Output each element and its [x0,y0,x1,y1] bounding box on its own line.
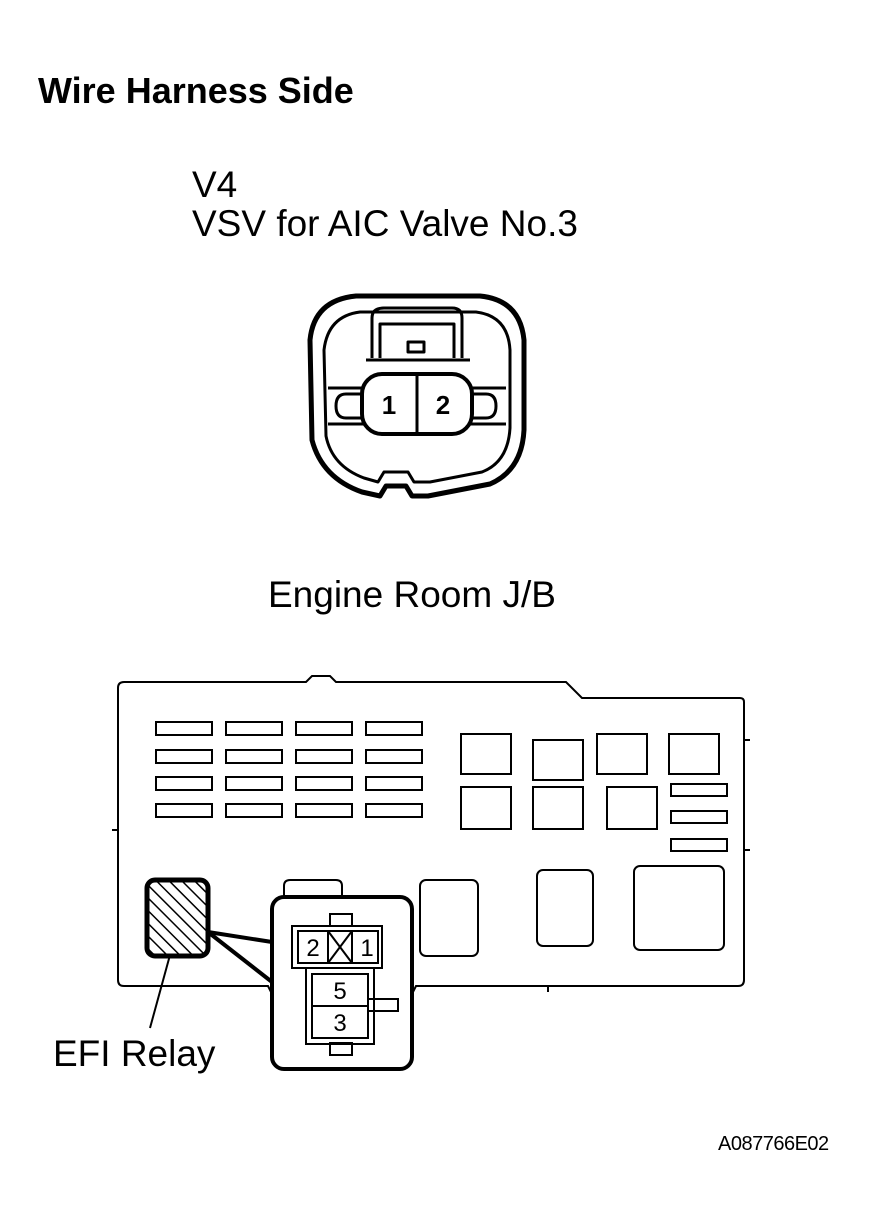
junction-block [112,675,750,995]
terminal-blank-cross [327,930,353,964]
relay-terminal-2: 2 [306,935,319,962]
figure-id: A087766E02 [718,1133,829,1155]
relay-block [596,733,648,775]
fuse-slot [365,776,423,791]
relay-terminal-5: 5 [333,978,346,1005]
fuse-slot [155,803,213,818]
relay-socket [536,869,594,947]
relay-block [532,786,584,830]
connector-outer-shell [307,293,527,499]
connector-latch [370,306,464,358]
connector-latch-tab [406,340,426,354]
fuse-slot-grid [155,721,423,818]
fuse-slot [225,749,283,764]
terminal-lower-frame [305,967,375,1045]
connector-inner-shell [322,310,512,484]
terminal-blank [327,930,353,964]
fuse-slot [295,803,353,818]
fuse-slot [225,721,283,736]
connector-name: VSV for AIC Valve No.3 [192,203,578,244]
connector-guide-right [470,392,498,420]
relay-socket-top [283,879,343,898]
callout-line-top [207,930,273,944]
fuse-slot-small [670,810,728,824]
terminal-3-cell [311,1005,369,1039]
efi-relay-label: EFI Relay [53,1033,216,1074]
fuse-slot [365,803,423,818]
relay-block [460,733,512,775]
fuse-slot [365,721,423,736]
relay-block-grid [460,733,720,830]
fuse-slot [365,749,423,764]
junction-block-title: Engine Room J/B [268,574,556,615]
fuse-slot [225,803,283,818]
relay-block [606,786,658,830]
fuse-slot-small [670,838,728,852]
efi-relay [144,877,211,959]
connector-guide-left [334,392,364,420]
relay-block [532,739,584,781]
fuse-slot [155,721,213,736]
relay-socket [419,879,479,957]
relay-socket [633,865,725,951]
junction-block-outline [117,675,745,995]
callout-line-bottom [206,930,274,984]
relay-terminal-1: 1 [360,935,373,962]
relay-block [668,733,720,775]
v4-connector [307,293,527,499]
efi-relay-terminal-view [270,895,414,1071]
fuse-slot [225,776,283,791]
fuse-slot [155,749,213,764]
connector-code: V4 [192,164,238,205]
fuse-slot [155,776,213,791]
fuse-slot [295,749,353,764]
relay-block [460,786,512,830]
diagram-title: Wire Harness Side [38,70,354,111]
relay-terminal-3: 3 [333,1010,346,1037]
connector-pin-2: 2 [436,390,450,420]
connector-latch-inner [378,322,456,358]
fuse-slot [295,721,353,736]
efi-relay-leader [149,954,171,1029]
fuse-slot [295,776,353,791]
fuse-slot-small [670,783,728,797]
connector-pin-1: 1 [382,390,396,420]
